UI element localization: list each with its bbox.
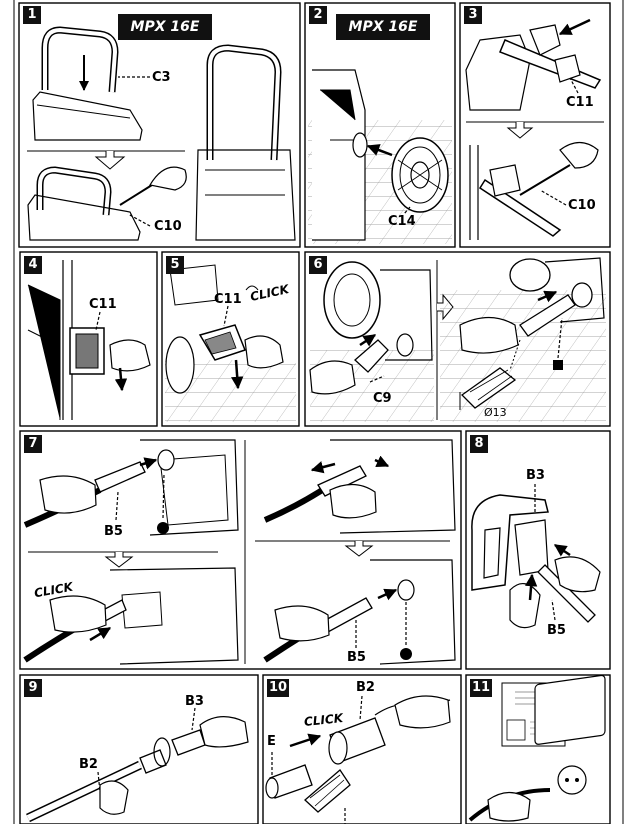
step-number: 7 — [24, 435, 42, 453]
part-label: C11 — [566, 95, 594, 110]
circle-marker-icon — [400, 648, 412, 660]
square-marker-icon — [553, 360, 563, 370]
part-label: C14 — [388, 214, 416, 229]
part-label: C9 — [373, 391, 392, 406]
panel-10 — [262, 674, 462, 824]
step-number: 4 — [24, 256, 42, 274]
panel-9 — [19, 674, 259, 824]
part-label: C11 — [214, 292, 242, 307]
part-label: E — [267, 734, 276, 749]
panel-8 — [465, 430, 611, 670]
part-label: B2 — [79, 757, 98, 772]
measurement-label: Ø13 — [484, 406, 507, 419]
part-label: B5 — [104, 524, 123, 539]
panel-11 — [465, 674, 611, 824]
panel-3 — [459, 2, 611, 248]
step-number: 3 — [464, 6, 482, 24]
step-number: 9 — [24, 679, 42, 697]
panel-2 — [304, 2, 456, 248]
model-badge: MPX 16E — [336, 14, 430, 40]
step-number: 5 — [166, 256, 184, 274]
part-label: B2 — [356, 680, 375, 695]
panel-5 — [161, 251, 300, 427]
panel-6 — [304, 251, 611, 427]
part-label: C10 — [568, 198, 596, 213]
panel-1 — [18, 2, 301, 248]
panel-7 — [19, 430, 462, 670]
step-number: 1 — [23, 6, 41, 24]
part-label: B3 — [526, 468, 545, 483]
part-label: C3 — [152, 70, 171, 85]
step-number: 11 — [470, 679, 492, 697]
part-label: B5 — [547, 623, 566, 638]
step-number: 10 — [267, 679, 289, 697]
part-label: B3 — [185, 694, 204, 709]
part-label: C10 — [154, 219, 182, 234]
circle-marker-icon — [157, 522, 169, 534]
model-badge: MPX 16E — [118, 14, 212, 40]
panel-4 — [19, 251, 158, 427]
part-label: B5 — [347, 650, 366, 665]
step-number: 8 — [470, 435, 488, 453]
part-label: C11 — [89, 297, 117, 312]
step-number: 2 — [309, 6, 327, 24]
step-number: 6 — [309, 256, 327, 274]
